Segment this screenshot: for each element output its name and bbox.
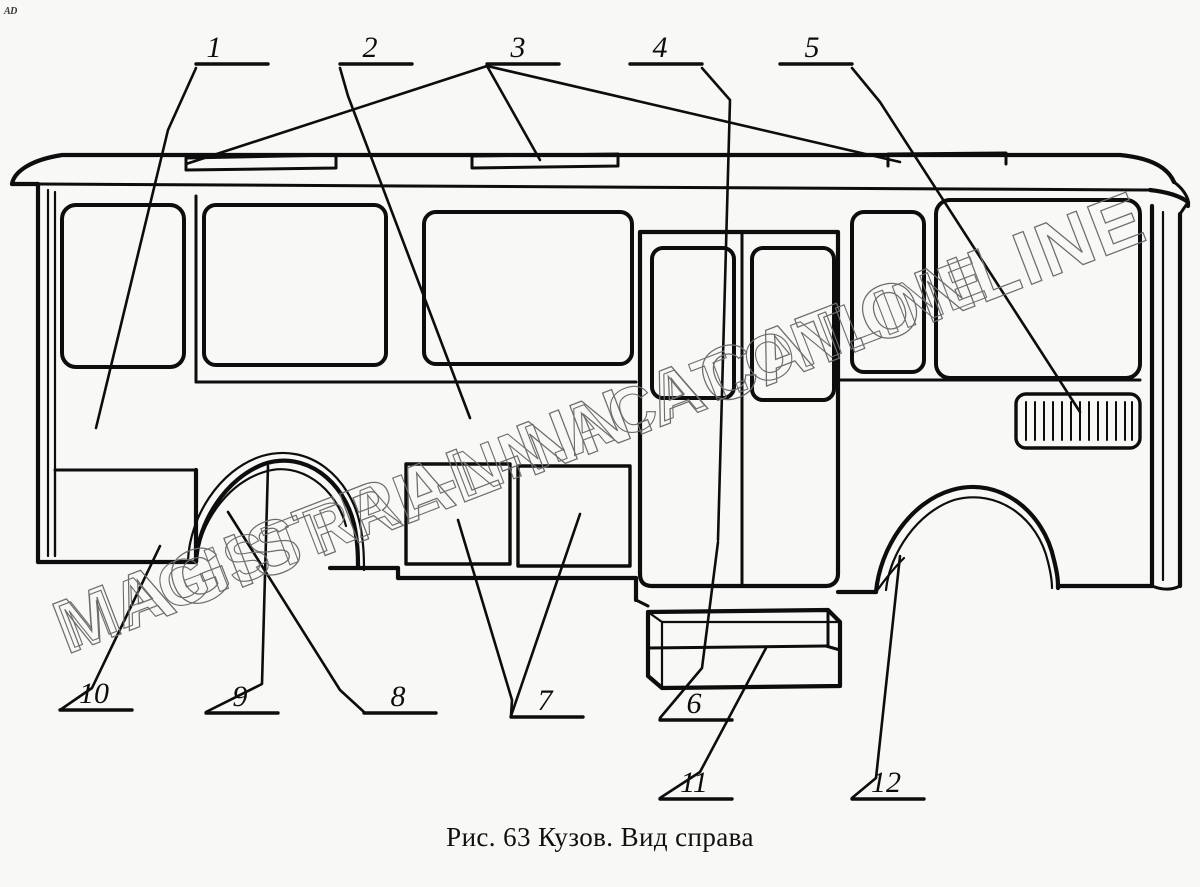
callout-7: 7 xyxy=(538,684,555,717)
lower-service-hatches xyxy=(404,462,632,568)
callout-8: 8 xyxy=(391,680,406,713)
side-window-rear-2 xyxy=(836,198,1142,382)
side-window-2 xyxy=(202,203,388,367)
callout-1: 1 xyxy=(207,31,222,64)
entrance-step xyxy=(645,607,843,691)
callout-9: 9 xyxy=(233,680,248,713)
callout-12: 12 xyxy=(871,766,901,799)
leader-lines xyxy=(58,64,1082,800)
side-window-rear-1 xyxy=(850,210,926,374)
figure-caption: Рис. 63 Кузов. Вид справа xyxy=(446,822,754,852)
side-window-mid xyxy=(422,210,634,366)
callout-5: 5 xyxy=(805,31,820,64)
callout-6: 6 xyxy=(687,687,702,720)
grille-slats xyxy=(1025,401,1133,441)
corner-mark: AD xyxy=(4,6,17,17)
callout-bars xyxy=(58,62,926,801)
callout-11: 11 xyxy=(680,766,708,799)
callout-3: 3 xyxy=(510,31,526,64)
callout-10: 10 xyxy=(79,677,109,710)
rear-engine-grille xyxy=(1014,392,1142,450)
wheel-arch-front xyxy=(186,451,366,572)
callout-2: 2 xyxy=(363,31,378,64)
service-door xyxy=(637,229,841,589)
callout-numbers: 1 2 3 4 5 6 7 8 9 10 11 12 xyxy=(79,31,901,799)
front-side-window xyxy=(60,203,186,369)
callout-4: 4 xyxy=(653,31,668,64)
wheel-arch-rear xyxy=(873,484,1061,595)
